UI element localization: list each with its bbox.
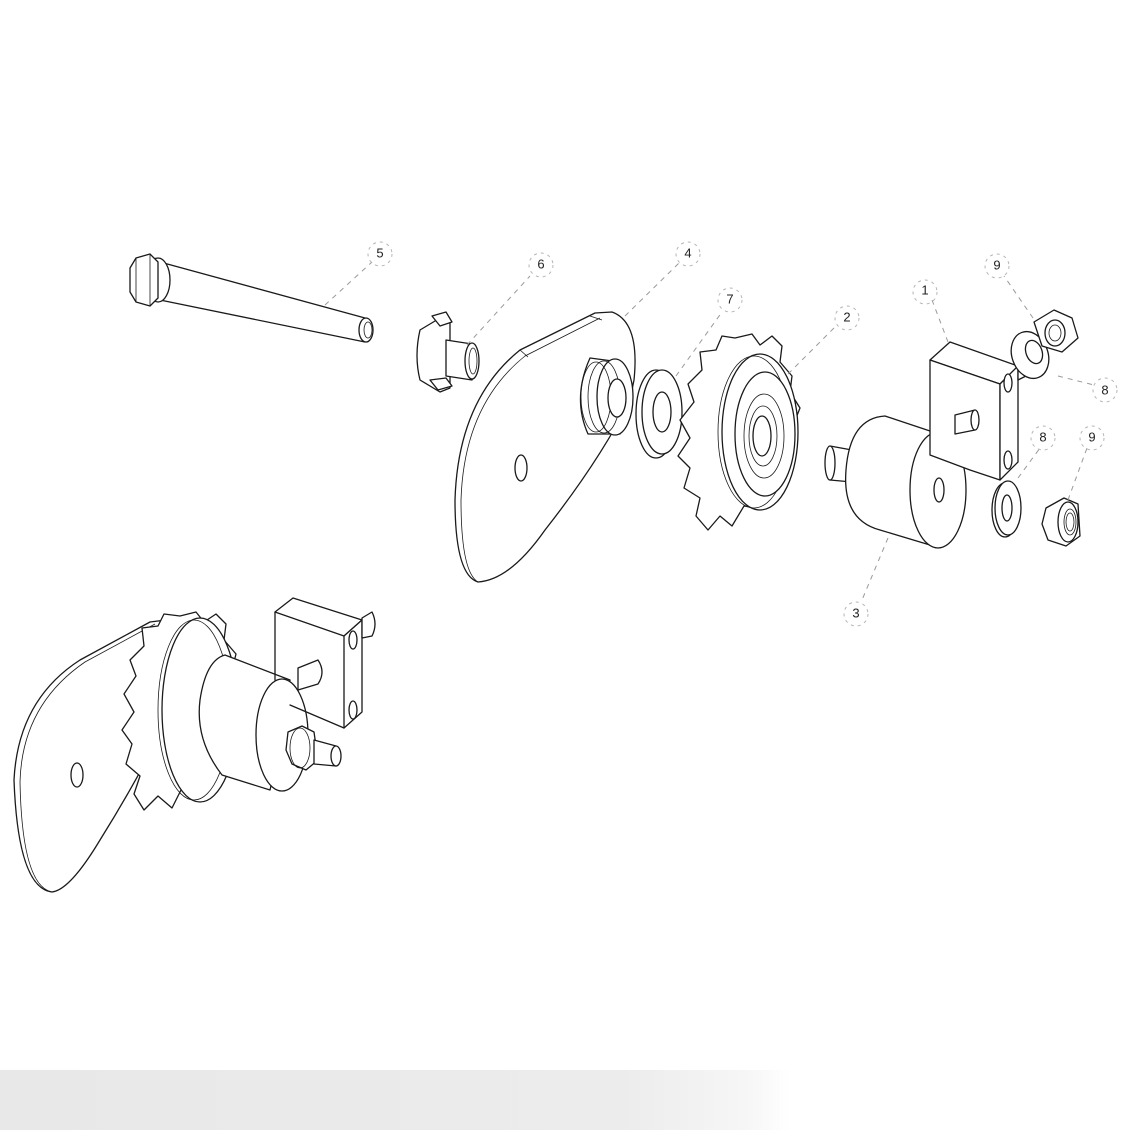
part-lock-nut-lower (1041, 497, 1081, 547)
part-washer-upper (1010, 330, 1050, 380)
part-idler-sprocket (677, 333, 801, 531)
callout-2[interactable]: 2 (834, 305, 860, 331)
callout-9-lower[interactable]: 9 (1079, 425, 1105, 451)
bottom-shadow-strip (0, 1050, 1130, 1130)
callout-1[interactable]: 1 (912, 279, 938, 305)
callout-5[interactable]: 5 (367, 241, 393, 267)
callout-9-upper[interactable]: 9 (984, 253, 1010, 279)
callout-label: 6 (537, 256, 544, 271)
callout-8-lower[interactable]: 8 (1030, 425, 1056, 451)
part-lock-nut-upper (1033, 309, 1079, 353)
part-mounting-block (929, 341, 1035, 481)
callout-4[interactable]: 4 (675, 241, 701, 267)
callout-label: 2 (843, 309, 850, 324)
callout-label: 7 (726, 291, 733, 306)
callout-8-upper[interactable]: 8 (1092, 377, 1118, 403)
callout-6[interactable]: 6 (528, 252, 554, 278)
callout-label: 4 (684, 245, 691, 260)
callout-label: 1 (921, 282, 928, 297)
callout-3[interactable]: 3 (843, 601, 869, 627)
part-flange-bolt (129, 253, 374, 343)
leader-lines (324, 261, 1095, 601)
assembled-view (13, 597, 376, 893)
callout-label: 5 (376, 245, 383, 260)
part-flat-washer (635, 369, 683, 459)
callout-label: 8 (1039, 429, 1046, 444)
callout-label: 3 (852, 605, 859, 620)
part-tensioner-plate (454, 311, 636, 583)
callout-label: 9 (1088, 429, 1095, 444)
part-tee-nut (416, 311, 480, 393)
callout-7[interactable]: 7 (717, 287, 743, 313)
part-washer-lower (991, 480, 1022, 538)
callout-label: 9 (993, 257, 1000, 272)
callout-label: 8 (1101, 382, 1108, 397)
